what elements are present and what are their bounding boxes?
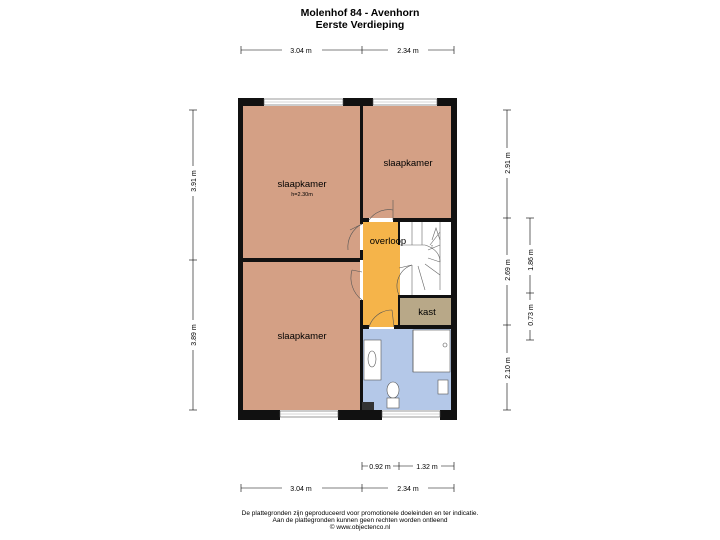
dim-far-right-lower: 0.73 m	[528, 304, 535, 326]
dim-left-lower: 3.89 m	[191, 324, 198, 346]
dimension-left	[189, 109, 197, 411]
dim-left-upper: 3.91 m	[191, 170, 198, 192]
walls	[238, 98, 457, 420]
dim-bottom-right: 2.34 m	[397, 486, 419, 493]
footer-disclaimer-line1: De plattegronden zijn geproduceerd voor …	[241, 510, 479, 517]
dim-bottom-small-left: 0.92 m	[369, 464, 391, 471]
page-title: Molenhof 84 - Avenhorn	[300, 7, 420, 19]
label-closet: kast	[418, 307, 436, 318]
footer-disclaimer-line2: Aan de plattegronden kunnen geen rechten…	[272, 517, 448, 524]
label-bedroom-bottom-left: slaapkamer	[277, 331, 326, 342]
dim-top-left: 3.04 m	[290, 48, 312, 55]
stairwell	[400, 222, 451, 295]
shower-drain-icon	[442, 342, 448, 348]
room-bedroom-top-right	[363, 106, 451, 218]
dim-bottom-small-right: 1.32 m	[416, 464, 438, 471]
shaft	[362, 402, 374, 410]
label-bedroom-height: h=2.30m	[291, 192, 313, 198]
radiator-icon	[437, 379, 449, 395]
room-closet	[400, 298, 451, 325]
label-bedroom-top-left: slaapkamer	[277, 179, 326, 190]
room-bedroom-bottom-left	[243, 262, 360, 410]
dim-right-lower: 2.10 m	[505, 357, 512, 379]
doors	[347, 200, 413, 328]
bathroom-fixtures	[363, 329, 451, 409]
room-bedroom-top-left	[243, 106, 360, 258]
dim-top-right: 2.34 m	[397, 48, 419, 55]
footer-copyright: © www.objectenco.nl	[329, 524, 391, 531]
room-landing	[363, 222, 400, 327]
dim-bottom-left: 3.04 m	[290, 486, 312, 493]
label-bedroom-top-right: slaapkamer	[383, 158, 432, 169]
shower-icon	[412, 329, 451, 373]
dim-far-right-upper: 1.86 m	[528, 249, 535, 271]
stair-arrow-icon: ↑	[431, 244, 434, 250]
staircase	[400, 222, 441, 295]
toilet-icon	[386, 381, 400, 399]
label-landing: overloop	[370, 236, 406, 247]
dim-right-middle: 2.69 m	[505, 259, 512, 281]
dim-right-upper: 2.91 m	[505, 152, 512, 174]
page-subtitle: Eerste Verdieping	[315, 19, 405, 31]
sink-icon	[367, 350, 377, 368]
